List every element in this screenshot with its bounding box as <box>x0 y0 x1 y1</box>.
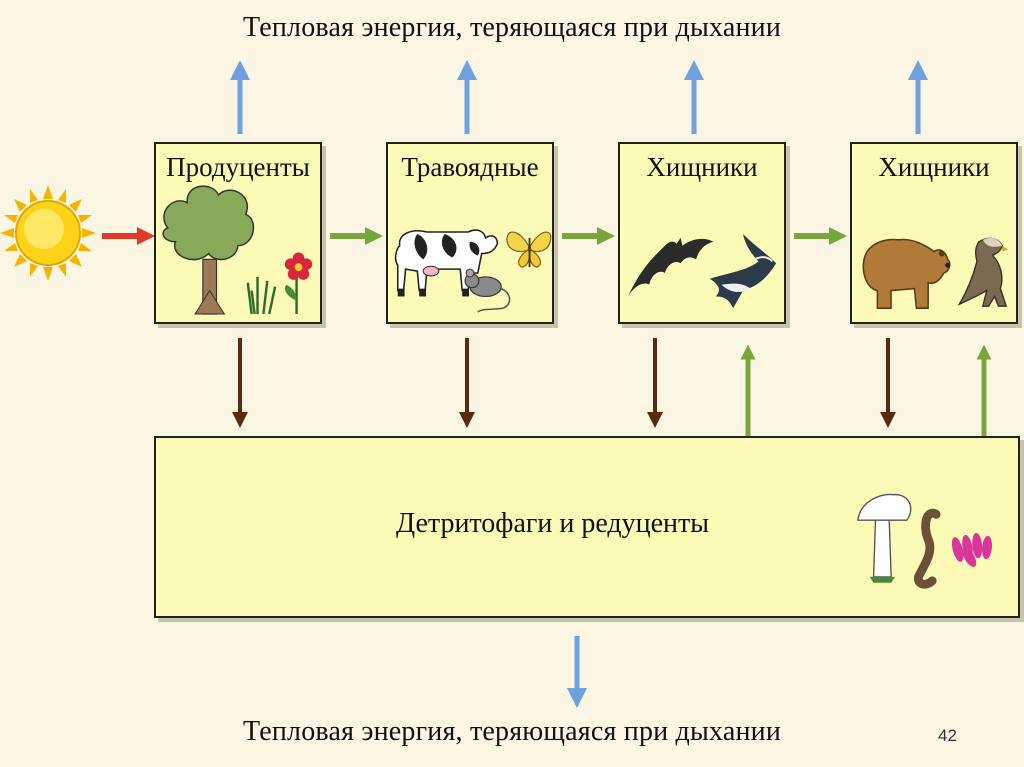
heat-arrows-up <box>230 60 928 134</box>
decomposers-box: Детритофаги и редуценты <box>154 436 1020 618</box>
carnivores-box-2: Хищники <box>850 142 1018 324</box>
tree-icon <box>162 185 255 315</box>
decomposers-art <box>857 493 992 589</box>
swallow-icon <box>709 233 777 309</box>
producers-art <box>162 185 313 315</box>
page-number: 42 <box>938 726 957 745</box>
carnivores-label-1: Хищники <box>646 152 758 182</box>
carnivores-art-2 <box>862 237 1009 309</box>
grass-icon <box>246 276 277 315</box>
detritus-arrows <box>232 338 896 428</box>
worm-icon <box>913 508 941 589</box>
herbivores-label: Травоядные <box>401 152 539 182</box>
heat-loss-bottom-caption: Тепловая энергия, теряющаяся при дыхании <box>242 716 782 747</box>
carnivores-box-1: Хищники <box>618 142 786 324</box>
producers-box: Продуценты <box>154 142 322 324</box>
herbivores-box: Травоядные <box>386 142 554 324</box>
bear-icon <box>862 238 951 309</box>
detritus-to-carnivore-arrows <box>740 344 992 436</box>
carnivores-label-2: Хищники <box>878 152 990 182</box>
eagle-icon <box>957 237 1009 307</box>
butterfly-icon <box>506 231 552 268</box>
bacteria-icon <box>951 532 992 567</box>
decomposers-label: Детритофаги и редуценты <box>396 508 710 539</box>
carnivores-art-1 <box>627 233 777 309</box>
cow-icon <box>394 229 499 297</box>
heat-loss-top-caption: Тепловая энергия, теряющаяся при дыхании <box>242 12 782 43</box>
herbivores-art <box>394 229 552 313</box>
producers-label: Продуценты <box>166 152 310 182</box>
mouse-icon <box>464 268 511 313</box>
bat-icon <box>627 237 714 297</box>
flower-icon <box>284 252 313 315</box>
mushroom-icon <box>857 493 912 583</box>
